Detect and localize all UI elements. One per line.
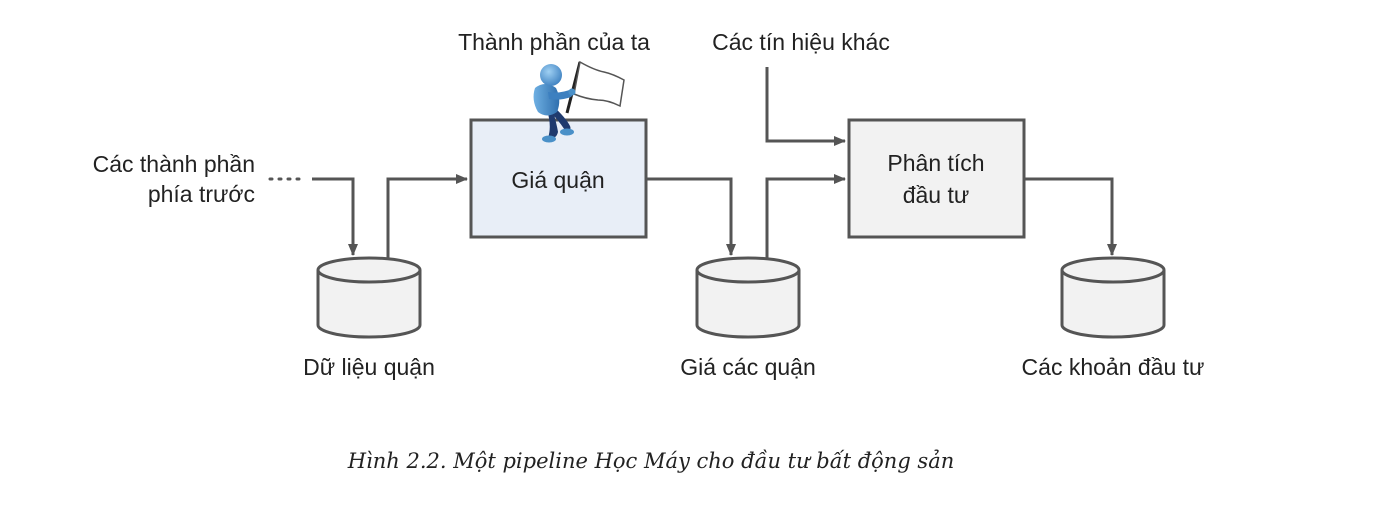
district-prices-label: Giá các quận bbox=[680, 354, 816, 380]
edge-analysis-to-investments bbox=[1025, 177, 1117, 256]
figure-caption: Hình 2.2. Một pipeline Học Máy cho đầu t… bbox=[347, 449, 955, 473]
our-component-label: Thành phần của ta bbox=[458, 29, 650, 55]
investments-database bbox=[1060, 256, 1166, 339]
edge-pricing-to-district-prices bbox=[647, 177, 736, 256]
investment-analysis-label-line2: đầu tư bbox=[903, 182, 970, 208]
edge-upstream-to-district-data bbox=[312, 177, 358, 256]
person-with-flag-icon bbox=[533, 60, 625, 143]
edge-district-prices-to-analysis bbox=[765, 174, 846, 258]
district-pricing-label: Giá quận bbox=[511, 167, 604, 193]
other-signals-label: Các tín hiệu khác bbox=[712, 29, 890, 55]
district-data-database bbox=[316, 256, 422, 339]
upstream-label-line1: Các thành phần bbox=[93, 151, 255, 177]
district-data-label: Dữ liệu quận bbox=[303, 354, 435, 380]
edge-other-signals-to-analysis bbox=[765, 67, 846, 146]
edge-district-data-to-pricing bbox=[386, 174, 468, 258]
investment-analysis-box bbox=[847, 118, 1026, 239]
district-prices-database bbox=[695, 256, 801, 339]
upstream-label-line2: phía trước bbox=[148, 181, 255, 207]
investment-analysis-label-line1: Phân tích bbox=[887, 150, 984, 176]
investments-label: Các khoản đầu tư bbox=[1022, 354, 1205, 380]
